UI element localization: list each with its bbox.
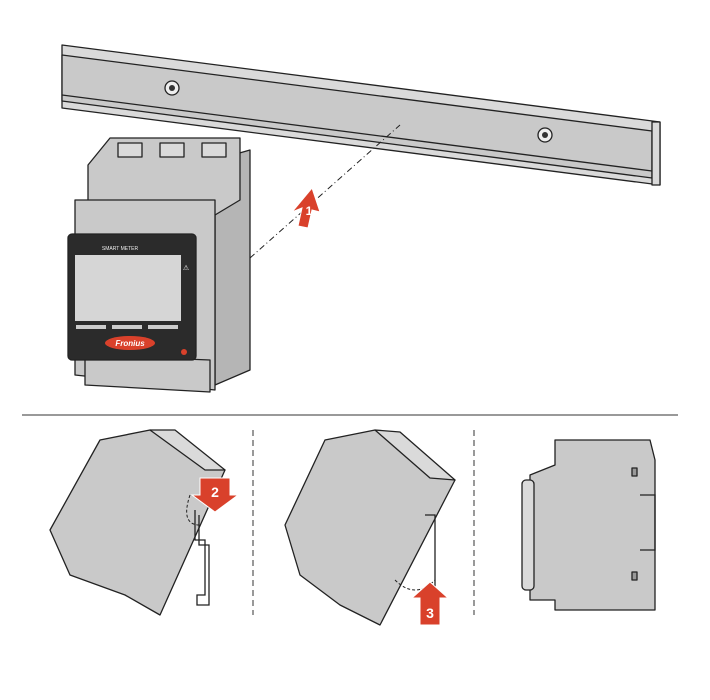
svg-text:3: 3 <box>426 605 434 621</box>
smart-meter: SMART METER Fronius ⚠ <box>67 137 251 393</box>
meter-side-view-mounted <box>521 439 656 611</box>
step-arrow-1: 1 <box>291 186 321 229</box>
din-rail-profile <box>194 510 210 606</box>
device-label: SMART METER <box>102 246 139 252</box>
status-led-icon <box>181 349 187 355</box>
fronius-logo <box>105 336 155 350</box>
mounting-guide-line <box>249 124 401 259</box>
din-rail-profile <box>640 494 656 551</box>
svg-text:1: 1 <box>306 204 313 218</box>
warning-icon: ⚠ <box>183 264 189 272</box>
meter-side-view-step2: 2 <box>49 429 240 616</box>
screw-icon <box>164 80 180 96</box>
meter-side-view-step3: 3 <box>284 429 456 626</box>
screw-icon <box>537 127 553 143</box>
svg-text:Fronius: Fronius <box>115 339 145 348</box>
din-rail <box>61 44 661 186</box>
svg-text:2: 2 <box>211 484 219 500</box>
lcd-screen <box>75 255 181 321</box>
